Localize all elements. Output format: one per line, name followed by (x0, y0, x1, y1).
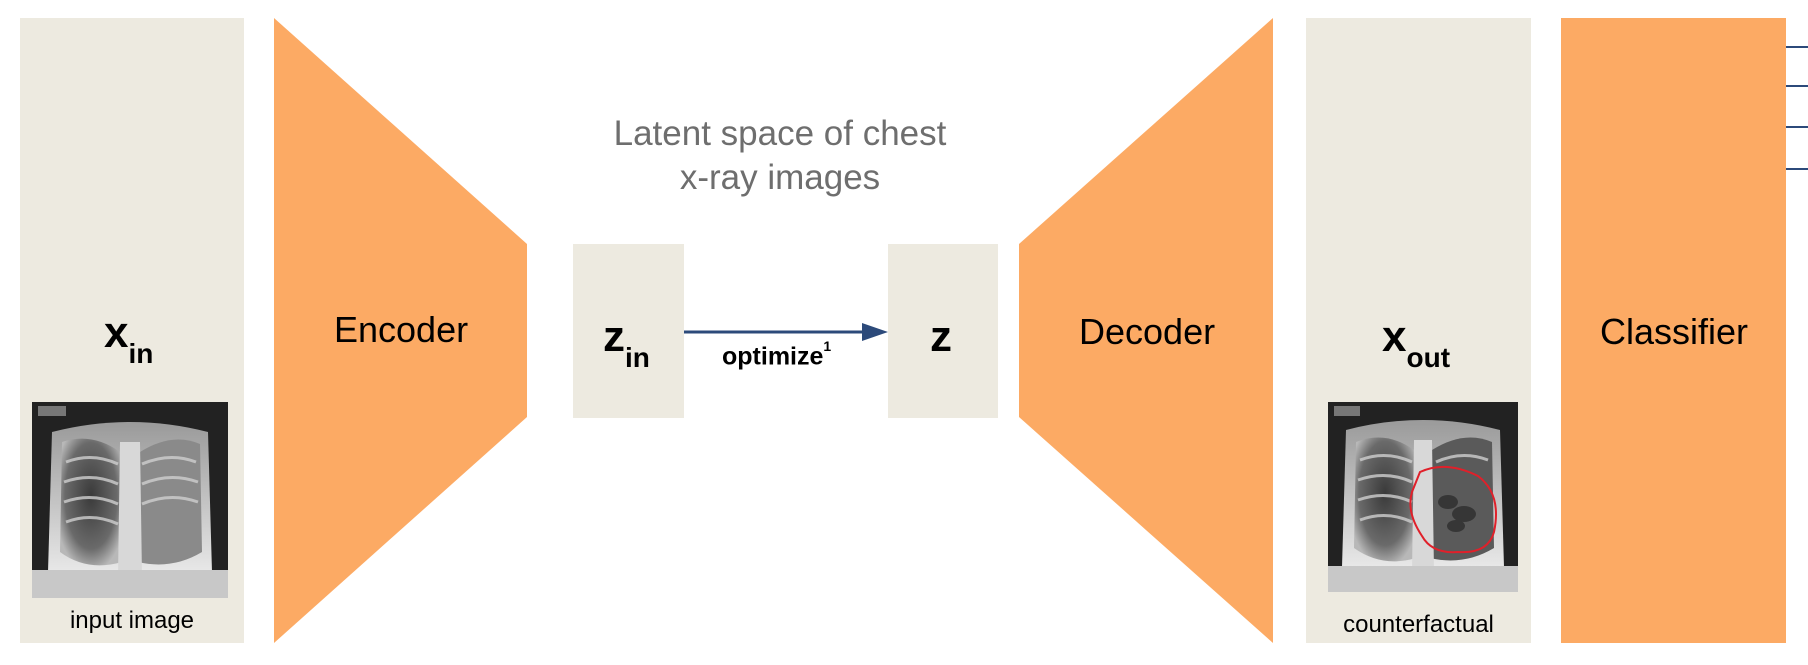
x-out-sub: out (1406, 342, 1451, 373)
z-main: z (930, 312, 952, 361)
x-out-main: x (1382, 312, 1407, 361)
z-box (888, 244, 998, 418)
classifier-output-line-4 (1786, 168, 1808, 170)
optimize-text: optimize (722, 342, 824, 371)
z-symbol: z (930, 312, 952, 362)
x-in-main: x (104, 308, 129, 357)
classifier-label: Classifier (1600, 311, 1749, 352)
optimize-label: optimize1 (722, 338, 831, 371)
latent-title-line2: x-ray images (679, 158, 881, 197)
classifier-block (1561, 18, 1786, 643)
x-in-symbol: xin (104, 308, 153, 369)
highlight-contour (1409, 465, 1497, 554)
classifier-output-line-3 (1786, 126, 1808, 128)
counterfactual-xray-image (1328, 402, 1518, 592)
z-in-symbol: zin (603, 312, 650, 373)
decoder-label: Decoder (1079, 311, 1216, 352)
classifier-output-line-2 (1786, 85, 1808, 87)
latent-space-title: Latent space of chest x-ray images (580, 112, 980, 200)
z-in-sub: in (625, 342, 650, 373)
encoder-block (274, 18, 527, 643)
decoder-block (1019, 18, 1273, 643)
optimize-footnote: 1 (823, 338, 832, 354)
x-out-symbol: xout (1382, 312, 1450, 373)
classifier-output-line-1 (1786, 46, 1808, 48)
input-caption: input image (69, 607, 195, 634)
latent-title-line1: Latent space of chest (613, 114, 947, 153)
encoder-label: Encoder (334, 309, 469, 350)
z-in-box (573, 244, 684, 418)
output-caption: counterfactual (1343, 611, 1494, 638)
z-in-main: z (603, 312, 625, 361)
x-in-sub: in (128, 338, 154, 369)
input-xray-image (32, 402, 228, 598)
optimize-arrow (684, 323, 888, 341)
